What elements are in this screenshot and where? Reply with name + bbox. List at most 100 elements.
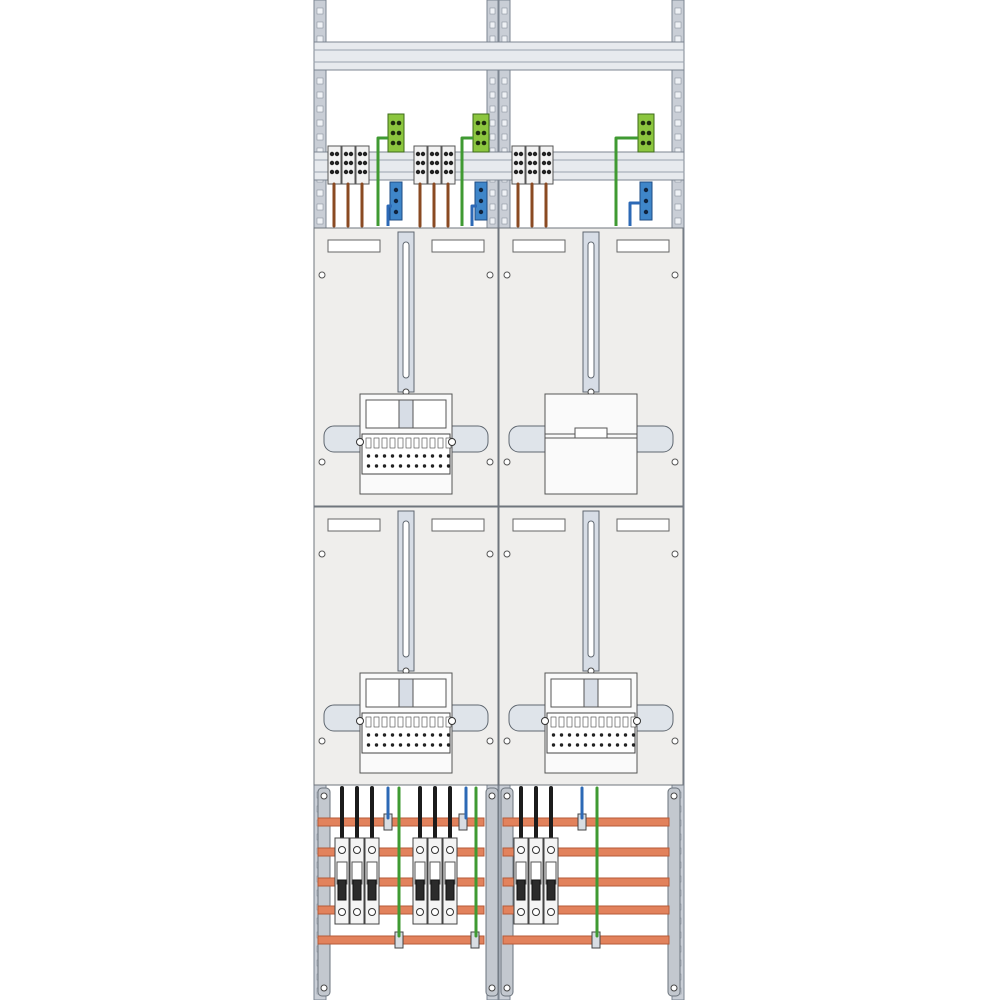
terminal-screw — [583, 743, 588, 747]
mounting-hole — [486, 737, 494, 745]
pe-terminal — [387, 113, 405, 153]
terminal-din-rail — [313, 151, 685, 181]
terminal-screw — [396, 130, 402, 136]
meter-clip — [583, 678, 599, 708]
terminal-screw — [646, 130, 652, 136]
busbar — [502, 905, 670, 915]
rail-slot — [489, 203, 496, 211]
terminal-screw — [438, 733, 443, 737]
mounting-hole — [671, 458, 679, 466]
terminal-screw — [607, 733, 612, 737]
breaker-screw — [532, 846, 540, 854]
rail-slot — [316, 203, 324, 211]
rail-slot — [316, 119, 324, 127]
busbar — [317, 877, 485, 887]
terminal-screw — [438, 454, 443, 458]
terminal-slot — [566, 716, 573, 728]
wire-green — [614, 136, 638, 226]
terminal-screw — [438, 464, 443, 468]
terminal-screw — [348, 160, 354, 166]
wire-blue — [470, 204, 477, 226]
rail-slot — [674, 105, 682, 113]
standoff-screw — [670, 792, 678, 800]
terminal-screw — [398, 743, 403, 747]
standoff-screw — [320, 984, 328, 992]
terminal-group — [327, 145, 370, 228]
terminal-screw — [640, 130, 646, 136]
terminal-screw — [591, 733, 596, 737]
terminal-screw — [429, 169, 435, 175]
meter-clip — [398, 678, 414, 708]
rail-slot — [674, 119, 682, 127]
mounting-hole — [318, 458, 326, 466]
rail-slot — [316, 35, 324, 43]
meter-window — [409, 678, 447, 708]
terminal-screw — [481, 120, 487, 126]
breaker-screw — [368, 908, 376, 916]
rail-slot — [489, 133, 496, 141]
terminal-screw — [406, 464, 411, 468]
top-section — [313, 41, 685, 228]
pe-terminal — [472, 113, 490, 153]
terminal-screw — [623, 733, 628, 737]
breaker-toggle — [546, 879, 556, 901]
rail-slot — [316, 77, 324, 85]
rail-slot — [674, 91, 682, 99]
clamp-screw — [356, 438, 364, 446]
meter-window — [365, 678, 403, 708]
terminal-slot — [397, 716, 404, 728]
busbar-clamp — [458, 813, 468, 831]
rail-slot — [501, 119, 508, 127]
rail-slot — [501, 203, 508, 211]
terminal-screw — [475, 130, 481, 136]
label-field — [431, 518, 485, 532]
terminal-screw — [422, 454, 427, 458]
mounting-hole — [671, 550, 679, 558]
terminal-screw — [329, 151, 335, 157]
terminal-screw — [334, 169, 340, 175]
rail-slot — [674, 7, 682, 15]
terminal-screw — [382, 464, 387, 468]
rail-slot — [316, 189, 324, 197]
terminal-slot — [421, 437, 428, 449]
terminal-screw — [390, 454, 395, 458]
breaker-screw — [353, 908, 361, 916]
terminal-slot — [558, 716, 565, 728]
clamp-screw — [448, 717, 456, 725]
mounting-hole — [318, 271, 326, 279]
rail-slot — [501, 189, 508, 197]
terminal-slot — [574, 716, 581, 728]
mounting-hole — [671, 737, 679, 745]
main-terminal — [355, 145, 370, 185]
terminal-screw — [414, 743, 419, 747]
rail-slot — [489, 35, 496, 43]
terminal-screw — [406, 733, 411, 737]
mounting-hole — [503, 550, 511, 558]
terminal-screw — [422, 733, 427, 737]
pe-terminal-body — [637, 113, 655, 153]
main-terminal — [413, 145, 428, 185]
breaker-toggle — [337, 879, 347, 901]
main-terminal — [511, 145, 526, 185]
breaker-group — [334, 786, 380, 925]
terminal-screw — [446, 454, 451, 458]
clamp-screw — [448, 438, 456, 446]
breaker-toggle — [415, 879, 425, 901]
terminal-screw — [429, 151, 435, 157]
terminal-slot — [582, 716, 589, 728]
rail-slot — [489, 119, 496, 127]
terminal-screw — [366, 743, 371, 747]
terminal-slot — [413, 437, 420, 449]
breaker-toggle — [367, 879, 377, 901]
terminal-screw — [343, 169, 349, 175]
terminal-screw — [615, 733, 620, 737]
mounting-hole — [318, 550, 326, 558]
rail-slot — [501, 77, 508, 85]
standoff-screw — [488, 984, 496, 992]
terminal-screw — [631, 743, 636, 747]
terminal-screw — [532, 151, 538, 157]
terminal-screw — [446, 743, 451, 747]
terminal-screw — [374, 743, 379, 747]
rail-slot — [489, 91, 496, 99]
wire-blue — [386, 204, 392, 226]
